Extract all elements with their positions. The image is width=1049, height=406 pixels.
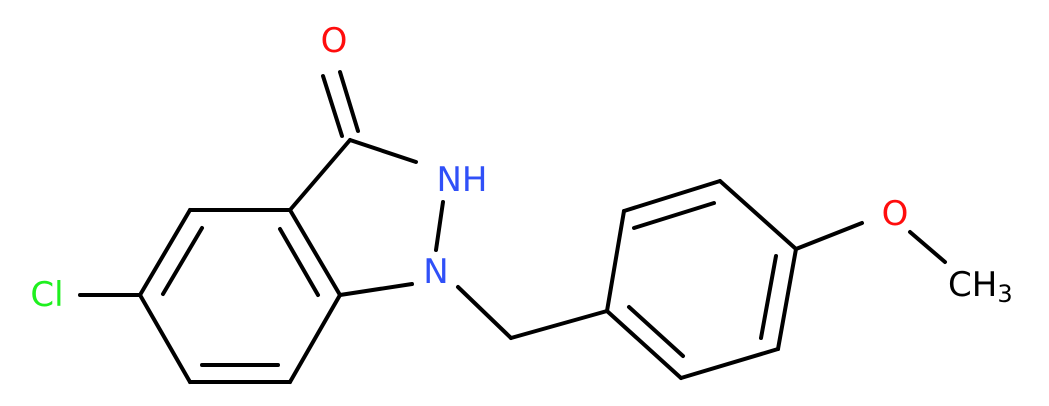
bond-c5-c6 (138, 293, 192, 384)
bond-c3p-c4p (718, 179, 798, 251)
bond-c3-o-b (338, 70, 360, 133)
bond-n1-c7a (338, 282, 414, 297)
atom-methyl-subscript: 3 (997, 280, 1012, 308)
atom-oxygen-methoxy: O (882, 194, 909, 234)
bond-c4p-c5p-inner (759, 254, 778, 340)
bond-c7-c7a (288, 293, 342, 384)
atom-oxygen-carbonyl: O (321, 21, 348, 61)
bond-c3-n2 (348, 138, 418, 164)
atom-methyl-main: CH (948, 265, 997, 305)
bond-c3a-c3 (288, 138, 352, 212)
bond-c4-c5-inner (161, 226, 204, 296)
bond-c6p-c1p-inner (627, 305, 685, 358)
bond-c6p-c1p (605, 309, 683, 380)
bond-c5p-c6p (679, 347, 780, 380)
bond-c7a-c3a-inner (278, 227, 320, 297)
bond-c3-o-a (321, 74, 344, 138)
bond-c4-c5 (138, 208, 192, 297)
atom-methyl: CH3 (948, 265, 1013, 308)
bond-c2p-c3p (622, 179, 722, 213)
bond-c2p-c3p-inner (632, 201, 716, 230)
bond-c1p-c2p (605, 209, 626, 313)
atom-nitrogen-n1: N (423, 252, 448, 292)
atom-chlorine: Cl (30, 275, 63, 315)
bond-ch2-c1p (509, 309, 609, 340)
bond-c4p-o (794, 221, 864, 251)
bond-n2-n1 (434, 200, 445, 252)
bond-n1-ch2 (456, 285, 513, 340)
bond-c7a-c3a (288, 208, 342, 297)
bond-c4p-c5p (776, 247, 798, 351)
atom-nitrogen-nh: NH (437, 160, 488, 200)
bond-o-ch3 (908, 230, 947, 264)
